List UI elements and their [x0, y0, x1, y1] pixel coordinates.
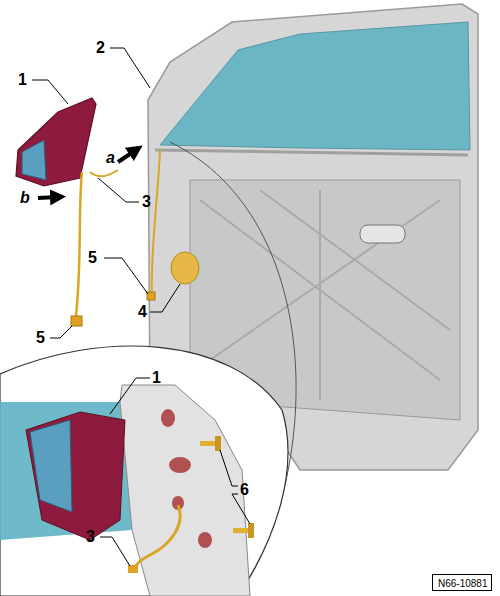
- direction-arrow-b: [38, 197, 58, 198]
- callout-number: 1: [18, 72, 27, 88]
- window-sill: [155, 150, 468, 155]
- pillar-hole: [161, 409, 175, 427]
- callout-number: 5: [88, 250, 97, 266]
- bolt: [200, 436, 221, 451]
- mirror: [16, 98, 118, 326]
- figure-number: N66-10881: [438, 578, 486, 589]
- pillar-hole: [169, 457, 191, 473]
- callout-number: 2: [96, 40, 105, 56]
- mirror-glass: [22, 140, 46, 180]
- inset-mirror-glass: [30, 420, 72, 512]
- bolt: [233, 523, 254, 538]
- callout-number: 4: [138, 304, 147, 320]
- inset-mirror-housing: [26, 412, 125, 540]
- inset-wire: [134, 505, 180, 570]
- window-regulator: [200, 190, 450, 400]
- door-handle: [360, 225, 405, 243]
- direction-arrow-a: [118, 150, 136, 162]
- callout-number: 6: [240, 482, 249, 498]
- mirror-wire: [76, 172, 82, 316]
- connector-5-door: [147, 292, 155, 300]
- figure-number-box: N66-10881: [432, 574, 492, 591]
- callout-number: 3: [86, 529, 95, 545]
- inset-frame: [0, 346, 288, 596]
- view-letter: b: [20, 190, 30, 206]
- connector-5: [71, 316, 82, 326]
- window-glass: [160, 22, 470, 150]
- mirror-housing: [16, 98, 96, 186]
- inset-glass: [0, 402, 132, 540]
- view-letter: a: [106, 150, 115, 166]
- door-pillar: [120, 385, 250, 596]
- pillar-hole: [198, 532, 212, 548]
- callout-number: 1: [152, 370, 161, 386]
- connector-4: [171, 252, 199, 284]
- door-wiring: [152, 150, 160, 300]
- detail-inset: [0, 346, 288, 596]
- mirror-cable: [90, 170, 118, 176]
- callout-number: 5: [36, 330, 45, 346]
- inset-connector: [128, 565, 138, 573]
- leader-lines: [32, 48, 250, 566]
- callout-number: 3: [142, 194, 151, 210]
